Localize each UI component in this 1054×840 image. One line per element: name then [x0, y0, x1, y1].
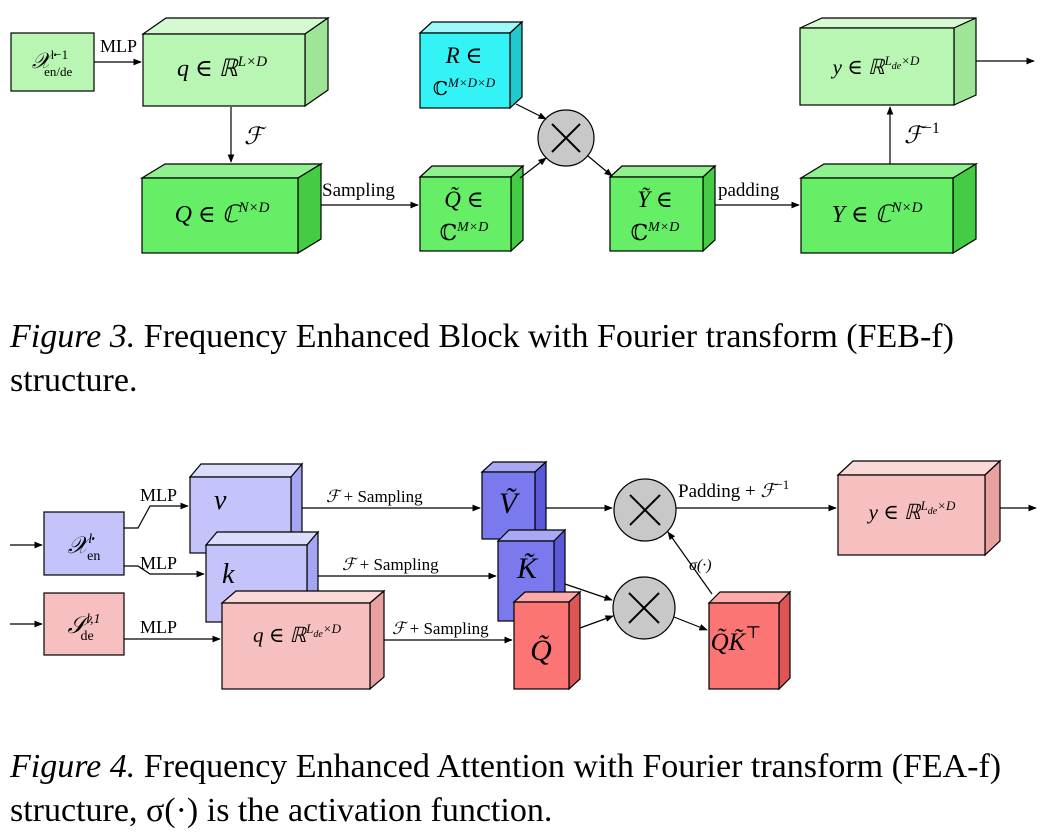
figure-3-caption-label: Figure 3.	[10, 318, 136, 355]
fig3-R-box: R ∈ ℂM×D×D	[418, 20, 524, 110]
fig4-edge-Qt-to-mult	[579, 615, 614, 629]
fig4-edge-mlp-v	[124, 502, 189, 529]
fig4-label-padding: Padding + ℱ−1	[678, 477, 789, 502]
fig4-label-mlp-k: MLP	[140, 553, 177, 573]
fig4-label-mlp-q: MLP	[140, 617, 177, 637]
fig4-label-Qt: Q̃	[530, 634, 552, 667]
fig4-Vtilde-box: Ṽ	[480, 460, 548, 541]
figure-4-caption-label: Figure 4.	[10, 748, 136, 785]
fig3-label-mlp: MLP	[100, 36, 137, 56]
fig4-edge-Kt-to-mult	[564, 583, 613, 601]
svg-text:𝒳l−1en/de: 𝒳l−1en/de	[32, 47, 73, 79]
fig4-label-mlp-v: MLP	[140, 485, 177, 505]
fig4-Qtilde-box: Q̃	[512, 590, 582, 691]
fig4-label-fs-k: ℱ + Sampling	[342, 555, 439, 574]
fig3-edge-Qt-to-mult	[519, 157, 547, 179]
fig3-Ytilde-box: Ỹ ∈ ℂM×D	[608, 164, 717, 253]
fig4-edge-mlp-k	[124, 565, 205, 578]
fig4-y-box: y ∈ ℝLde×D	[836, 459, 1002, 557]
fig4-q-box: q ∈ ℝLde×D	[220, 589, 386, 691]
fig4-edge-mult-to-QKt	[673, 616, 708, 631]
fig3-Q-box: Q ∈ ℂN×D	[139, 162, 324, 255]
fig3-edge-mult-to-Yt	[587, 155, 613, 177]
fig4-QKt-box: Q̃K̃⊤	[707, 590, 792, 691]
fig4-multiply-circle-bottom	[612, 576, 676, 640]
svg-text:R ∈: R ∈	[445, 43, 483, 68]
fig4-label-v: v	[214, 485, 227, 516]
fig4-label-k: k	[222, 559, 235, 590]
figure-3-caption-text: Frequency Enhanced Block with Fourier tr…	[10, 318, 954, 399]
fig3-label-inverse: ℱ−1	[904, 120, 940, 149]
fig3-label-sampling: Sampling	[322, 180, 395, 201]
fig4-label-fs-v: ℱ + Sampling	[326, 487, 423, 506]
figure-4-caption-text: Frequency Enhanced Attention with Fourie…	[10, 748, 1002, 829]
fig3-Y-box: Y ∈ ℂN×D	[798, 162, 979, 255]
fig3-q-box: q ∈ ℝL×D	[141, 16, 330, 108]
fig4-multiply-circle-top	[613, 478, 677, 542]
fig3-Qtilde-box: Q̃ ∈ ℂM×D	[418, 164, 525, 253]
fig4-label-fs-q: ℱ + Sampling	[392, 619, 489, 638]
fig3-edge-R-to-mult	[515, 103, 547, 120]
fig4-edge-sigma	[667, 531, 713, 595]
fig4-label-Kt: K̃	[516, 552, 539, 585]
figure-4-caption: Figure 4. Frequency Enhanced Attention w…	[10, 745, 1040, 833]
svg-text:Q̃ ∈: Q̃ ∈	[444, 186, 483, 212]
fig4-label-sigma: σ(·)	[689, 557, 712, 574]
svg-text:Ỹ ∈: Ỹ ∈	[637, 187, 673, 212]
fig3-label-padding: padding	[718, 180, 780, 201]
fig3-label-fourier: ℱ	[244, 124, 267, 150]
fig3-y-box: y ∈ ℝLde×D	[799, 17, 977, 106]
fig4-label-Vt: Ṽ	[499, 487, 521, 520]
figure-3-caption: Figure 3. Frequency Enhanced Block with …	[10, 315, 1040, 403]
fig3-multiply-circle	[537, 109, 595, 167]
